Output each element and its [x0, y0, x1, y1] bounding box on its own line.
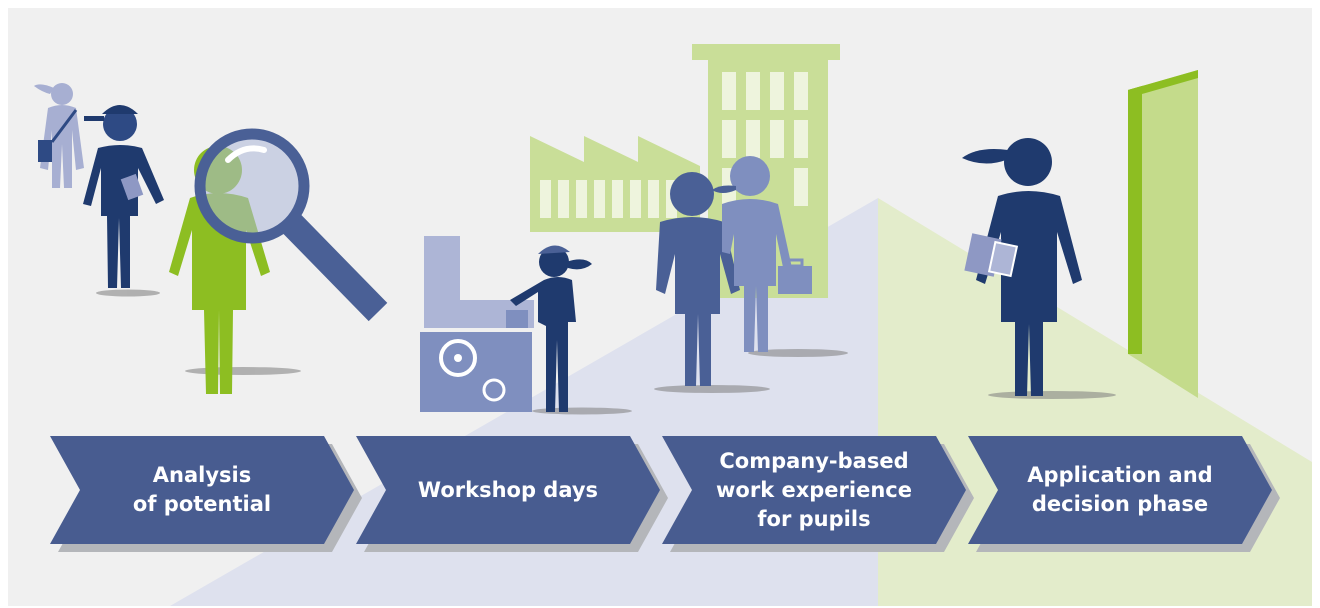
step-label-workshop: Workshop days — [386, 436, 630, 544]
arrow-step-1 — [50, 436, 354, 544]
person-with-cap-icon — [83, 105, 164, 288]
factory-icon — [530, 136, 700, 232]
step-label-line: Application and — [1027, 463, 1213, 487]
step-label-line: decision phase — [1031, 492, 1209, 516]
step-label-line: Company-based — [719, 448, 909, 473]
arrow-step-2 — [356, 436, 660, 544]
person-girl-working-icon — [510, 245, 592, 412]
door-icon — [1128, 70, 1198, 398]
process-arrows — [50, 436, 1280, 552]
step-label-application: Application and decision phase — [998, 436, 1242, 544]
magnifying-glass-icon — [194, 128, 388, 322]
step-label-line: work experience — [716, 477, 912, 502]
arrow-step-3 — [662, 436, 966, 544]
person-worker-icon — [656, 172, 740, 386]
step-label-line: for pupils — [757, 506, 871, 531]
person-girl-with-bag-icon — [34, 83, 84, 188]
step-label-line: Workshop days — [417, 477, 599, 502]
step-label-line: Analysis — [152, 463, 252, 487]
step-label-analysis: Analysis of potential — [80, 436, 324, 544]
step-label-work-experience: Company-based work experience for pupils — [692, 436, 936, 544]
person-with-briefcase-icon — [712, 156, 812, 352]
person-applicant-icon — [962, 138, 1082, 396]
arrow-step-4 — [968, 436, 1272, 544]
step-label-line: of potential — [132, 492, 272, 516]
